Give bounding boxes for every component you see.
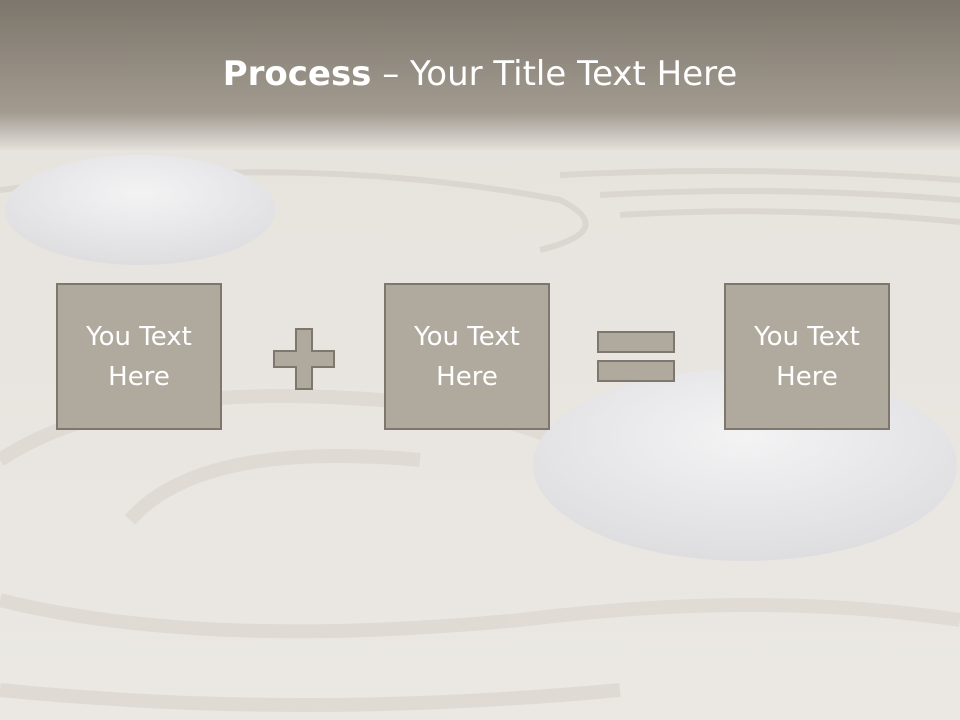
process-box-1-text: You Text Here — [86, 321, 192, 392]
title-rest: – Your Title Text Here — [371, 54, 738, 94]
equals-icon — [597, 331, 675, 382]
process-box-1[interactable]: You Text Here — [56, 283, 222, 430]
process-box-2-text: You Text Here — [414, 321, 520, 392]
title-bold: Process — [222, 54, 372, 94]
process-box-3-text: You Text Here — [754, 321, 860, 392]
plus-icon — [273, 328, 335, 390]
process-box-2[interactable]: You Text Here — [384, 283, 550, 430]
slide-title: Process – Your Title Text Here — [0, 52, 960, 96]
process-box-3[interactable]: You Text Here — [724, 283, 890, 430]
